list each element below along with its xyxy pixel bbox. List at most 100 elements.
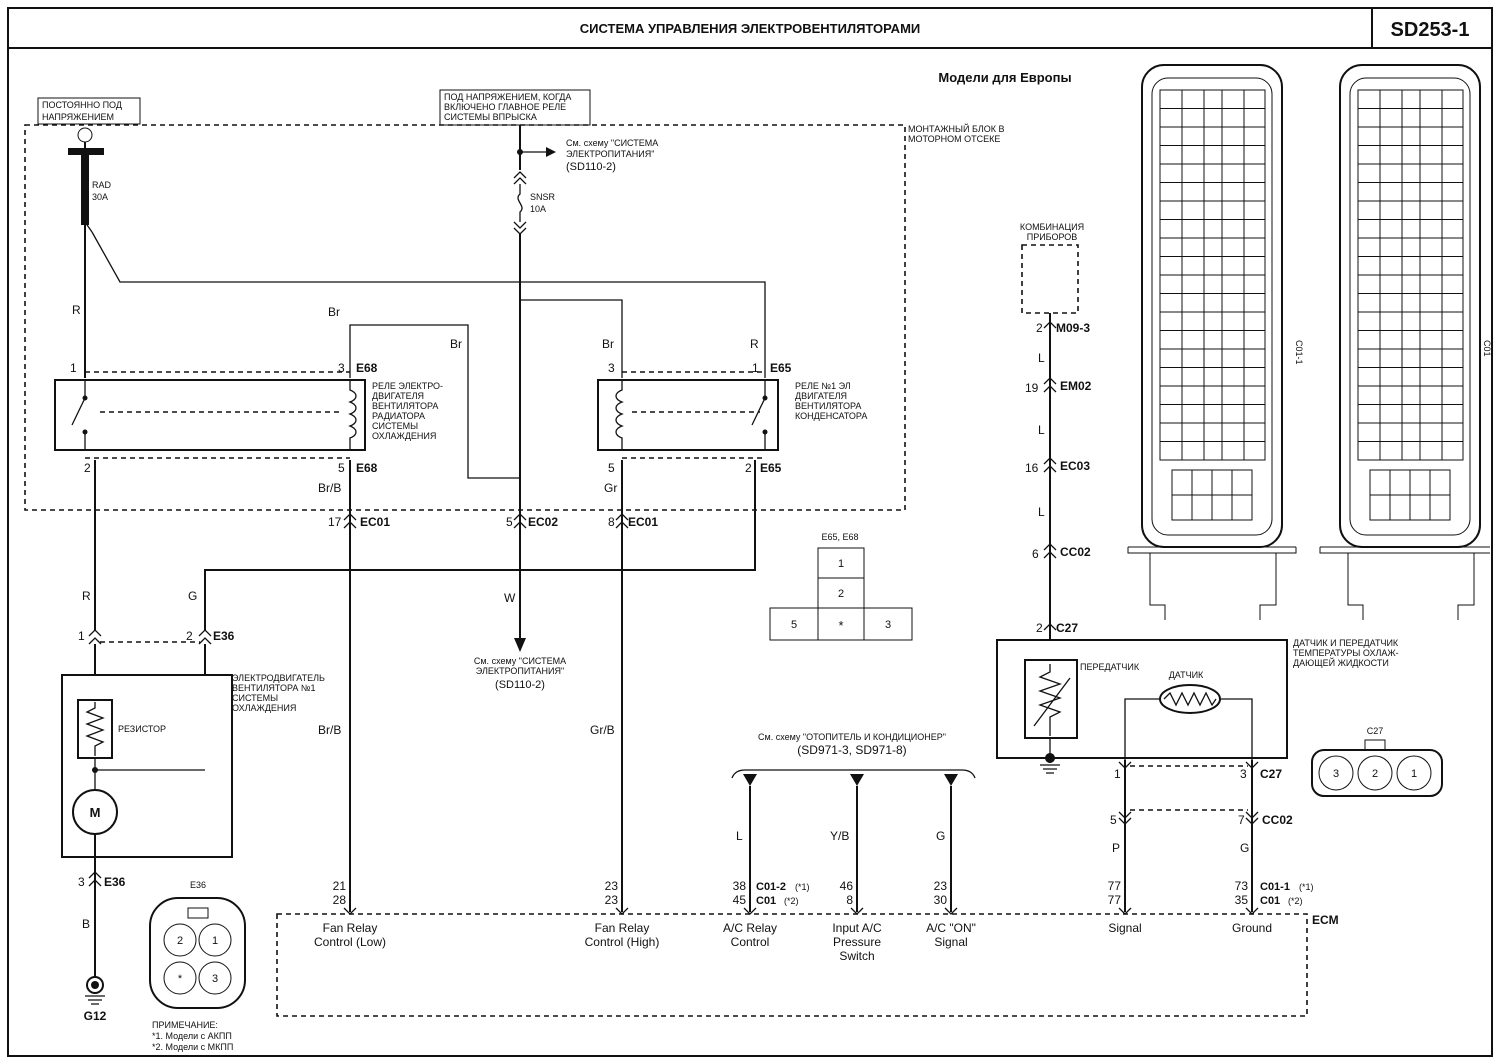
conn-e36-label: E36 [213,629,235,643]
wire-br-loop [349,324,520,479]
relay-1-conn-top: E68 [356,361,378,375]
wire-label-b: B [82,917,90,931]
e36-cell-text-1: 1 [212,935,218,947]
relay-1-pin3: 3 [338,361,345,375]
e65-cell-text-star: * [838,618,843,633]
arrow-ref-top [546,147,556,157]
sender-ground-symbol [1040,764,1060,774]
conn-ec03-pin: 16 [1025,461,1039,475]
relay-1-label-3: ВЕНТИЛЯТОРА [372,401,438,411]
ecm-pin-a-7: 73 [1235,879,1249,893]
conn-e36-p1: 1 [78,629,85,643]
fuse-snsr-amp: 10A [530,204,546,214]
conn-em02 [1043,377,1057,393]
motor-symbol: M [90,805,101,820]
page-title: СИСТЕМА УПРАВЛЕНИЯ ЭЛЕКТРОВЕНТИЛЯТОРАМИ [580,21,921,36]
e36-view-title: E36 [190,880,206,890]
ecm-pin-b-1: 28 [333,893,347,907]
relay-1-coil [348,380,357,450]
ecm-pin-b-7: 35 [1235,893,1249,907]
ecm-conn-c01-1-note: (*1) [1299,882,1314,892]
e36-cell-star [163,961,197,995]
c27-view-key [1364,739,1386,751]
conn-c27-p3: 3 [1240,767,1247,781]
conn-e36-pin3 [88,871,102,887]
junction-split [84,221,93,233]
ecm-pin-a-2: 23 [605,879,619,893]
c27-cell-2 [1357,755,1393,791]
note-line-2: *2. Модели с МКПП [152,1042,233,1052]
ref-mid-3: (SD110-2) [495,679,545,691]
c27-view-body [1311,749,1443,797]
ign-power-label-2: ВКЛЮЧЕНО ГЛАВНОЕ РЕЛЕ [444,102,566,112]
conn-ec01-b-label: EC01 [628,515,658,529]
junction-box-label-2: МОТОРНОМ ОТСЕКЕ [908,134,1000,144]
relay-2-label-3: ВЕНТИЛЯТОРА [795,401,861,411]
always-power-box [37,97,141,125]
relay-2-pin5: 5 [608,461,615,475]
conn-cc02-a-pin: 6 [1032,547,1039,561]
wire-label-g-motor: G [188,589,197,603]
resistor-zigzag [85,702,105,756]
e36-view-body [149,897,246,1009]
e65-cell-text-2: 2 [838,588,844,600]
ecm-pin-b-5: 30 [934,893,948,907]
conn-cc02-a-label: CC02 [1060,545,1091,559]
conn-cc02-pin5 [1118,811,1132,825]
ground-g12-inner [91,981,99,989]
ecm-func-5-l2: Signal [934,935,967,949]
relay-1-contact-1 [82,395,88,401]
relay-1-conn-bot: E68 [356,461,378,475]
ecm-conn-c01-a: C01 [756,895,776,907]
ecm-pin-a-4: 46 [840,879,854,893]
e36-view-key [187,907,209,919]
ecm-func-2-l1: Fan Relay [595,921,650,935]
ecm-pin-markers [343,907,1259,915]
wire-label-l-2: L [1038,423,1045,437]
ecm-conn-c01-b-note: (*2) [1288,896,1303,906]
wire-label-grb: Gr/B [590,723,615,737]
conn-ec01-a-pin: 17 [328,515,342,529]
always-power-label-1: ПОСТОЯННО ПОД [42,100,122,110]
ign-power-box [439,89,591,126]
relay-1-body [54,379,366,451]
e36-cell-text-star: * [178,973,183,985]
conn-ec01-b [615,513,629,529]
conn-cc02-a [1043,543,1057,559]
relay-1-label-4: РАДИАТОРА [372,411,425,421]
cluster-label-2: ПРИБОРОВ [1027,232,1078,242]
relay-2-coil [615,380,624,450]
conn-ec03-label: EC03 [1060,459,1090,473]
wire-label-p: P [1112,841,1120,855]
c01-1-connector-view: C01-1 [1127,64,1304,620]
hvac-arrow-2 [850,774,864,786]
conn-em02-label: EM02 [1060,379,1092,393]
ecm-func-5-l1: A/C "ON" [926,921,976,935]
wire-rad-to-relay2 [91,231,766,378]
relay-2-label-1: РЕЛЕ №1 ЭЛ [795,381,851,391]
e65-cell-text-3: 3 [885,619,891,631]
c01-label: C01 [1482,340,1492,357]
ref-top-1: См. схему "СИСТЕМА [566,138,658,148]
relay-1-label-6: ОХЛАЖДЕНИЯ [372,431,436,441]
junction-box-outline [24,124,906,511]
ecm-func-4-l2: Pressure [833,935,881,949]
conn-ec01-b-pin: 8 [608,515,615,529]
ecm-pin-a-3: 38 [733,879,747,893]
note-line-1: *1. Модели с АКПП [152,1031,232,1041]
conn-cc02-p7: 7 [1238,813,1245,827]
wire-label-l-1: L [1038,351,1045,365]
wire-label-yb-ac: Y/B [830,829,849,843]
conn-e36-p3: 3 [78,875,85,889]
relay-1-label-5: СИСТЕМЫ [372,421,418,431]
ecm-conn-c01-b: C01 [1260,895,1280,907]
c27-cell-text-1: 1 [1411,768,1417,780]
c01-1-label: C01-1 [1294,340,1304,365]
c27-cell-3 [1318,755,1354,791]
c27-view-title: C27 [1367,726,1384,736]
conn-ec01-a-label: EC01 [360,515,390,529]
ecm-func-4-l1: Input A/C [832,921,882,935]
e65-cell-text-1: 1 [838,558,844,570]
relay-2-conn-top: E65 [770,361,792,375]
